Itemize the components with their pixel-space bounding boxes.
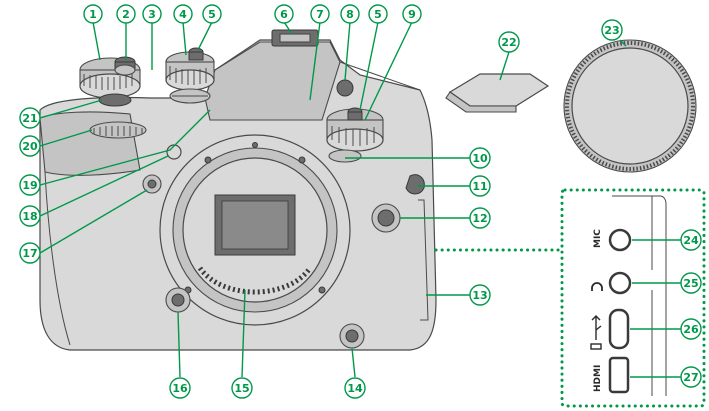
callout-2: 2 xyxy=(116,4,136,24)
svg-text:2: 2 xyxy=(122,8,130,21)
mic-jack xyxy=(608,228,632,252)
callouts: 1 2 3 4 5 6 7 8 5 9 10 11 12 13 14 15 16… xyxy=(19,4,702,399)
callout-25: 25 xyxy=(680,272,702,294)
callout-9: 9 xyxy=(402,4,422,24)
svg-text:23: 23 xyxy=(604,24,619,37)
callout-21: 21 xyxy=(19,107,41,129)
callout-17: 17 xyxy=(19,242,41,264)
svg-text:22: 22 xyxy=(501,36,516,49)
callout-10: 10 xyxy=(469,147,491,169)
headphone-icon xyxy=(591,282,603,291)
camera-body-illustration xyxy=(39,29,437,351)
headphone-jack xyxy=(608,271,632,295)
ports-inset: MIC HDMI xyxy=(560,188,706,408)
callout-7: 7 xyxy=(310,4,330,24)
svg-text:9: 9 xyxy=(408,8,416,21)
svg-text:21: 21 xyxy=(22,112,37,125)
callout-5a: 5 xyxy=(202,4,222,24)
svg-text:8: 8 xyxy=(346,8,354,21)
callout-26: 26 xyxy=(680,318,702,340)
svg-text:16: 16 xyxy=(172,382,188,395)
svg-text:6: 6 xyxy=(280,8,288,21)
callout-16: 16 xyxy=(169,377,191,399)
svg-text:1: 1 xyxy=(89,8,97,21)
hot-shoe-cover xyxy=(445,73,550,113)
svg-text:24: 24 xyxy=(683,234,699,247)
svg-text:10: 10 xyxy=(472,152,488,165)
hdmi-label: HDMI xyxy=(593,365,603,392)
svg-text:18: 18 xyxy=(22,210,37,223)
callout-18: 18 xyxy=(19,205,41,227)
callout-27: 27 xyxy=(680,366,702,388)
callout-20: 20 xyxy=(19,135,41,157)
body-cap xyxy=(563,39,697,173)
usb-icon xyxy=(590,315,602,350)
callout-4: 4 xyxy=(173,4,193,24)
callout-12: 12 xyxy=(469,207,491,229)
mic-label: MIC xyxy=(593,229,603,248)
svg-text:26: 26 xyxy=(683,323,699,336)
svg-text:27: 27 xyxy=(683,371,698,384)
svg-text:20: 20 xyxy=(22,140,38,153)
callout-3: 3 xyxy=(142,4,162,24)
usb-port xyxy=(608,308,630,350)
callout-15: 15 xyxy=(231,377,253,399)
callout-8: 8 xyxy=(340,4,360,24)
svg-text:3: 3 xyxy=(148,8,156,21)
callout-24: 24 xyxy=(680,229,702,251)
callout-6: 6 xyxy=(274,4,294,24)
svg-text:4: 4 xyxy=(179,8,187,21)
svg-text:12: 12 xyxy=(472,212,487,225)
svg-text:14: 14 xyxy=(347,382,363,395)
callout-19: 19 xyxy=(19,174,41,196)
svg-text:15: 15 xyxy=(234,382,249,395)
callout-14: 14 xyxy=(344,377,366,399)
svg-text:19: 19 xyxy=(22,179,37,192)
callout-13: 13 xyxy=(469,284,491,306)
svg-text:17: 17 xyxy=(22,247,37,260)
callout-23: 23 xyxy=(601,19,623,41)
callout-11: 11 xyxy=(469,175,491,197)
callout-5b: 5 xyxy=(368,4,388,24)
svg-text:11: 11 xyxy=(472,180,487,193)
callout-22: 22 xyxy=(498,31,520,53)
leader-lines xyxy=(39,21,681,378)
svg-text:13: 13 xyxy=(472,289,487,302)
hdmi-port xyxy=(608,356,630,394)
svg-text:5: 5 xyxy=(208,8,216,21)
callout-1: 1 xyxy=(83,4,103,24)
svg-text:7: 7 xyxy=(316,8,324,21)
svg-text:5: 5 xyxy=(374,8,382,21)
svg-text:25: 25 xyxy=(683,277,698,290)
